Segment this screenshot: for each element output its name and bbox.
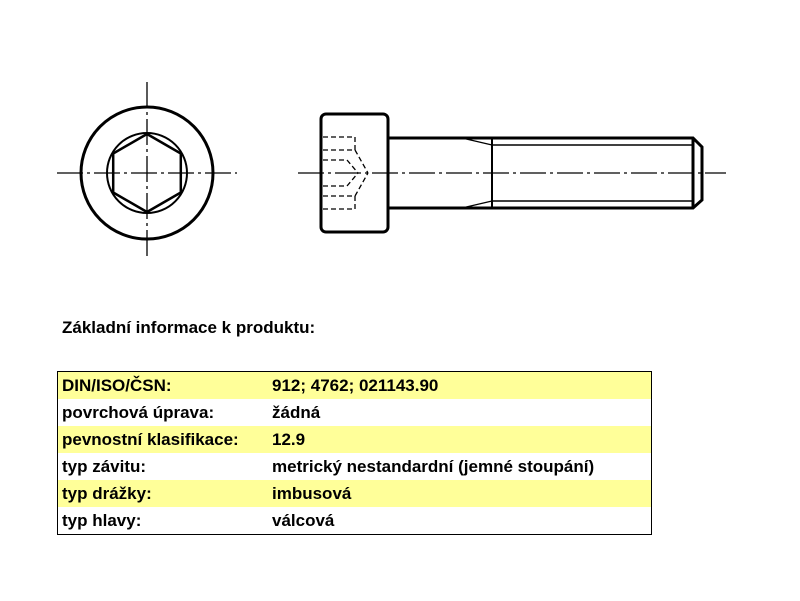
table-row: povrchová úprava: žádná (58, 399, 652, 426)
row-value-strength: 12.9 (268, 426, 652, 453)
row-value-surface: žádná (272, 402, 321, 422)
row-label-strength: pevnostní klasifikace: (57, 426, 268, 453)
head-outer-circle (79, 105, 215, 241)
row-value-din: 912; 4762; 021143.90 (268, 371, 652, 399)
table-row: DIN/ISO/ČSN: 912; 4762; 021143.90 (57, 371, 652, 399)
row-label-surface: povrchová úprava: (62, 402, 215, 422)
thread-runout-bottom (461, 200, 493, 209)
row-value-drive: imbusová (268, 480, 652, 507)
table-row: typ hlavy: válcová (58, 507, 652, 535)
table-row: typ drážky: imbusová (57, 480, 652, 507)
row-label-din: DIN/ISO/ČSN: (57, 371, 268, 399)
hex-socket-outline (111, 132, 183, 214)
table-row: typ závitu: metrický nestandardní (jemné… (58, 453, 652, 480)
side-view (298, 112, 726, 234)
technical-drawing (57, 82, 726, 258)
table-row: pevnostní klasifikace: 12.9 (57, 426, 652, 453)
product-info-table: DIN/ISO/ČSN: 912; 4762; 021143.90 povrch… (57, 371, 652, 535)
hidden-socket-lines (323, 136, 369, 210)
front-view (57, 82, 237, 258)
row-value-thread: metrický nestandardní (jemné stoupání) (272, 456, 595, 476)
row-label-head: typ hlavy: (62, 510, 142, 530)
row-value-head: válcová (272, 510, 335, 530)
section-title: Základní informace k produktu: (62, 318, 316, 337)
thread-runout-top (461, 137, 493, 146)
screw-shank-outline (388, 136, 704, 210)
row-label-thread: typ závitu: (62, 456, 147, 476)
row-label-drive: typ drážky: (57, 480, 268, 507)
